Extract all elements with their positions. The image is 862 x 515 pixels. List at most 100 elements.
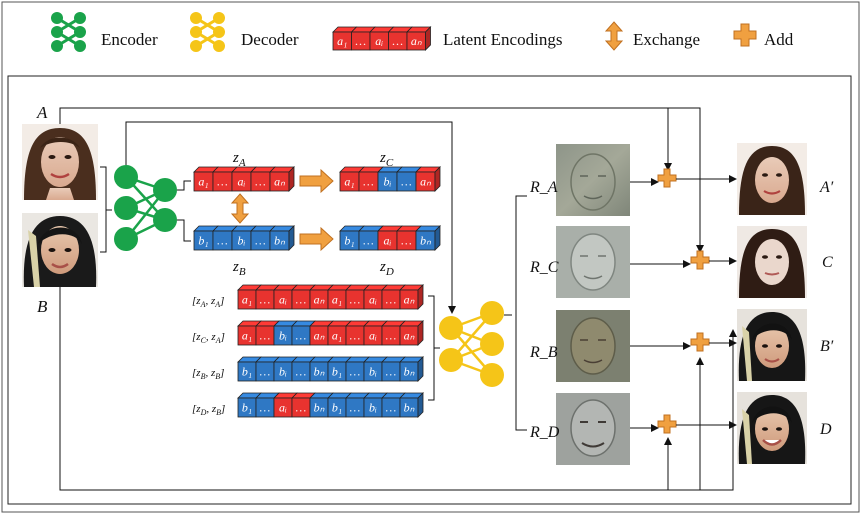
- pair-cell-text: a₁: [332, 329, 342, 343]
- pair-cell-text: b₁: [242, 365, 252, 379]
- latent-code-za: a₁…aᵢ…aₙ: [193, 166, 295, 192]
- za-cell-text: aₙ: [274, 175, 285, 189]
- pair-label: [zA, zA]: [192, 295, 224, 309]
- pair-cell-text: …: [260, 401, 271, 415]
- pair-cell-text: …: [296, 401, 307, 415]
- residual-rb-label: R_B: [529, 344, 558, 361]
- zd-cell-text: aᵢ: [384, 234, 392, 248]
- pair-cell-text: …: [260, 329, 271, 343]
- pair-cell-text: b₁: [332, 401, 342, 415]
- pair-cell-text: aₙ: [404, 293, 415, 307]
- encoder-network: [114, 165, 177, 251]
- pair-cell-text: aₙ: [314, 329, 325, 343]
- pair-cell-text: b₁: [242, 401, 252, 415]
- diagram-frame: [7, 75, 852, 505]
- za-cell-text: …: [255, 175, 266, 189]
- residual-image-rb: [556, 310, 630, 382]
- pair-cell-text: aₙ: [314, 293, 325, 307]
- transform-arrow-top: [299, 168, 334, 194]
- latent-code-zd: b₁…aᵢ…bₙ: [339, 225, 441, 251]
- decoder-legend-label: Decoder: [241, 30, 299, 49]
- zc-cell-text: aₙ: [420, 175, 431, 189]
- pair-cell-side: [417, 356, 424, 382]
- pair-cell-text: bᵢ: [279, 365, 287, 379]
- pair-cell-text: …: [296, 365, 307, 379]
- encoder-legend-label: Encoder: [101, 30, 158, 49]
- pair-cell-text: bₙ: [404, 365, 415, 379]
- zd-label: zD: [379, 259, 394, 278]
- pair-cell-text: a₁: [332, 293, 342, 307]
- output-d-label: D: [819, 421, 832, 438]
- zd-cell-text: …: [401, 234, 412, 248]
- residual-image-rd: [556, 393, 630, 465]
- output-image-d: [737, 392, 807, 464]
- zb-cell-text: …: [217, 234, 228, 248]
- output-c-label: C: [822, 254, 833, 271]
- residual-image-rc: [556, 226, 630, 298]
- zb-cell-text: bₙ: [274, 234, 285, 248]
- latent-code-zc: a₁ … bᵢ … aₙ: [339, 166, 441, 192]
- legend-latent-cell-text: …: [392, 34, 403, 48]
- zc-cell-text: …: [401, 175, 412, 189]
- add-icon-b: [690, 332, 710, 352]
- add-legend-label: Add: [764, 30, 794, 49]
- zb-label: zB: [232, 259, 246, 278]
- input-image-b: [22, 213, 98, 287]
- pair-cell-text: bₙ: [404, 401, 415, 415]
- pair-cell-text: …: [350, 365, 361, 379]
- pair-cell-text: aᵢ: [369, 293, 377, 307]
- output-b-prime-label: B′: [820, 338, 834, 355]
- residual-rd-label: R_D: [529, 424, 560, 441]
- zd-cell-text: …: [363, 234, 374, 248]
- input-b-label: B: [37, 297, 48, 316]
- legend-latent-cell-text: aₙ: [411, 34, 422, 48]
- pair-cell-text: …: [260, 365, 271, 379]
- zc-cell-side: [434, 166, 441, 192]
- zd-cell-side: [434, 225, 441, 251]
- pair-cell-text: …: [386, 365, 397, 379]
- output-image-b-prime: [737, 309, 807, 381]
- zc-cell-text: a₁: [344, 175, 354, 189]
- pair-label: [zD, zB]: [192, 403, 225, 417]
- zc-cell-text: bᵢ: [384, 175, 392, 189]
- pair-cell-text: …: [296, 293, 307, 307]
- za-label: zA: [232, 150, 246, 169]
- legend-latent-cell-text: …: [355, 34, 366, 48]
- zc-cell-text: …: [363, 175, 374, 189]
- latent-legend-icon: a₁…aᵢ…aₙ: [332, 26, 432, 51]
- encoder-legend-icon: [51, 12, 86, 52]
- pair-label: [zB, zB]: [192, 367, 224, 381]
- pair-cell-text: aᵢ: [279, 293, 287, 307]
- pair-cell-text: b₁: [332, 365, 342, 379]
- zb-cell-text: bᵢ: [238, 234, 246, 248]
- zd-cell-text: bₙ: [420, 234, 431, 248]
- input-image-a: [22, 124, 98, 200]
- pair-cell-text: …: [296, 329, 307, 343]
- input-a-label: A: [36, 103, 48, 122]
- pair-cell-text: …: [386, 329, 397, 343]
- pair-cell-text: …: [386, 293, 397, 307]
- pair-cell-text: …: [386, 401, 397, 415]
- pair-cell-text: aᵢ: [279, 401, 287, 415]
- exchange-icon: [230, 193, 250, 224]
- decoder-network: [439, 301, 504, 387]
- output-image-c: [737, 226, 807, 298]
- add-legend-icon: [733, 23, 757, 47]
- latent-code-zb: b₁…bᵢ…bₙ: [193, 225, 295, 251]
- exchange-legend-label: Exchange: [633, 30, 700, 49]
- za-cell-text: a₁: [198, 175, 208, 189]
- transform-arrow-bottom: [299, 226, 334, 252]
- pair-label: [zC, zA]: [192, 331, 225, 345]
- residual-ra-label: R_A: [529, 179, 558, 196]
- pair-cell-text: bᵢ: [279, 329, 287, 343]
- add-icon-d: [657, 414, 677, 434]
- pair-cell-text: bₙ: [314, 401, 325, 415]
- za-cell-text: …: [217, 175, 228, 189]
- pair-cell-side: [417, 320, 424, 346]
